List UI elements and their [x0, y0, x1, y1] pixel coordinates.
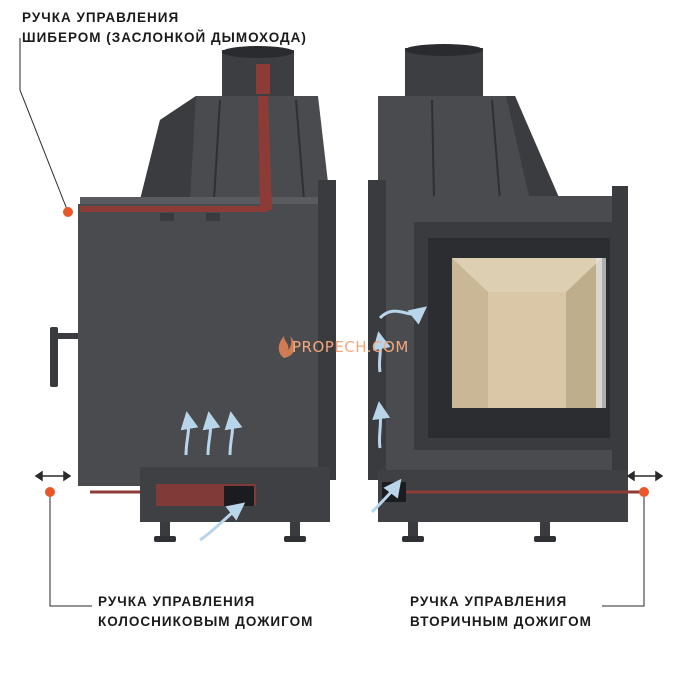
left-chimney-top [222, 46, 294, 58]
watermark-text: PROPECH.COM [292, 338, 409, 356]
right-base-frame [378, 470, 628, 522]
right-chimney-pipe [405, 48, 483, 100]
damper-handle-label: РУЧКА УПРАВЛЕНИЯ ШИБЕРОМ (ЗАСЛОНКОЙ ДЫМО… [22, 8, 307, 48]
left-air-inlet [224, 486, 254, 506]
leader-lines [19, 38, 645, 607]
damper-leader [19, 38, 69, 213]
grate-handle-dot [45, 487, 55, 497]
left-top-ledge [80, 197, 320, 205]
left-airflow-arrows [180, 411, 246, 542]
damper-rod [80, 64, 272, 212]
right-fireplace-unit [368, 44, 640, 542]
damper-label-line1: РУЧКА УПРАВЛЕНИЯ [22, 10, 180, 25]
grate-leader [49, 494, 92, 607]
left-hood-side [140, 96, 196, 200]
damper-handle-dot [63, 207, 73, 217]
secondary-label-line1: РУЧКА УПРАВЛЕНИЯ [410, 594, 568, 609]
double-arrow-icon [34, 470, 72, 482]
secondary-leader [602, 494, 645, 607]
left-fireplace-unit [50, 46, 336, 542]
secondary-handle-label: РУЧКА УПРАВЛЕНИЯ ВТОРИЧНЫМ ДОЖИГОМ [410, 592, 592, 632]
damper-label-line2: ШИБЕРОМ (ЗАСЛОНКОЙ ДЫМОХОДА) [22, 30, 307, 45]
double-arrow-icon [626, 470, 664, 482]
secondary-label-line2: ВТОРИЧНЫМ ДОЖИГОМ [410, 614, 592, 629]
grate-handle-label: РУЧКА УПРАВЛЕНИЯ КОЛОСНИКОВЫМ ДОЖИГОМ [98, 592, 313, 632]
left-side-handle [50, 327, 58, 387]
grate-label-line1: РУЧКА УПРАВЛЕНИЯ [98, 594, 256, 609]
secondary-handle-dot [639, 487, 649, 497]
grate-label-line2: КОЛОСНИКОВЫМ ДОЖИГОМ [98, 614, 314, 629]
right-airflow-arrows [370, 306, 428, 514]
flame-icon [278, 336, 295, 358]
